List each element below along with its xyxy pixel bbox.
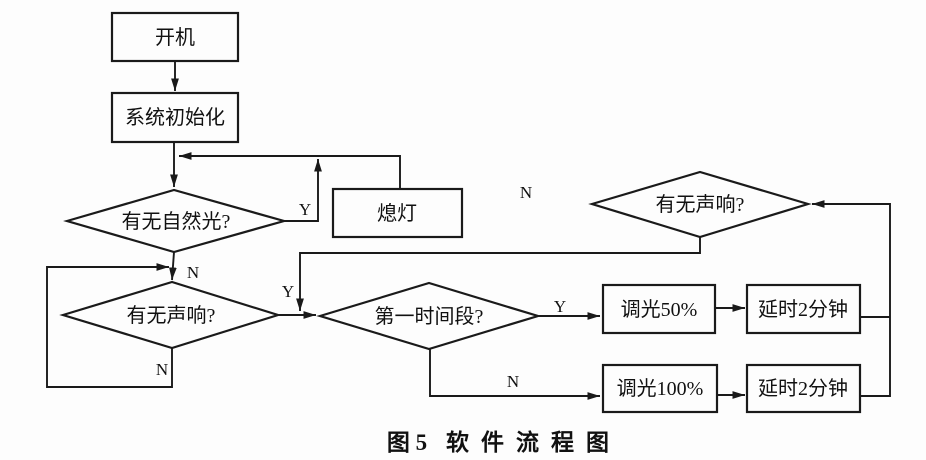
node-sound-check-main-label: 有无声响? (127, 304, 216, 327)
node-power-on-box (110, 11, 240, 63)
node-lights-off-box (331, 187, 464, 239)
node-dim-100-box (601, 363, 719, 414)
edge-time-period-no (429, 349, 600, 400)
node-dim-50-box (601, 283, 717, 335)
node-power-on: 开机 (110, 11, 240, 63)
node-dim-50-label: 调光50% (621, 298, 698, 321)
node-sound-check-main: 有无声响? (59, 280, 282, 350)
node-system-init: 系统初始化 (110, 91, 240, 144)
node-sound-check-recheck-label: 有无声响? (656, 193, 745, 216)
edge-natural-light-no (169, 251, 177, 281)
edge-lights-off-loopback (179, 152, 401, 189)
node-dim-100: 调光100% (601, 363, 719, 414)
node-sound-check-main-diamond (59, 280, 282, 350)
node-delay-2min-top-label: 延时2分钟 (758, 298, 848, 321)
node-dim-50: 调光50% (601, 283, 717, 335)
node-dim-100-label: 调光100% (617, 377, 704, 400)
node-delay-2min-top: 延时2分钟 (745, 283, 862, 335)
label-time-period-yes: Y (554, 297, 566, 316)
node-delay-2min-bottom-box (745, 363, 862, 414)
figure-caption: 图 5 软件流程图 (387, 429, 621, 455)
label-sound-recheck-no: N (520, 183, 532, 202)
node-natural-light-check: 有无自然光? (63, 188, 289, 254)
node-lights-off: 熄灯 (331, 187, 464, 239)
node-time-period-check-label: 第一时间段? (375, 305, 484, 328)
node-lights-off-label: 熄灯 (377, 202, 417, 225)
label-natural-light-no: N (187, 263, 199, 282)
edge-natural-light-yes-loop (284, 159, 322, 222)
node-power-on-label: 开机 (155, 26, 195, 49)
label-sound-main-no: N (156, 360, 168, 379)
node-natural-light-check-diamond (63, 188, 289, 254)
figure-caption-title: 软件流程图 (446, 429, 621, 455)
edge-sound-main-no-loop (46, 263, 173, 388)
label-time-period-no: N (507, 372, 519, 391)
node-system-init-box (110, 91, 240, 144)
edge-delays-to-sound-recheck (812, 200, 891, 397)
node-time-period-check-diamond (316, 281, 542, 351)
label-sound-main-yes: Y (282, 282, 294, 301)
figure-caption-number: 图 5 (387, 430, 427, 455)
node-delay-2min-top-box (745, 283, 862, 335)
node-sound-check-recheck: 有无声响? (588, 170, 812, 239)
node-delay-2min-bottom: 延时2分钟 (745, 363, 862, 414)
node-sound-check-recheck-diamond (588, 170, 812, 239)
node-time-period-check: 第一时间段? (316, 281, 542, 351)
node-system-init-label: 系统初始化 (125, 106, 225, 129)
flow-edges (46, 61, 891, 400)
node-natural-light-check-label: 有无自然光? (122, 210, 231, 233)
node-delay-2min-bottom-label: 延时2分钟 (758, 377, 848, 400)
label-natural-light-yes: Y (299, 200, 311, 219)
branch-labels: Y N Y N N Y N (156, 183, 566, 391)
edge-sound-recheck-yes (296, 237, 701, 311)
